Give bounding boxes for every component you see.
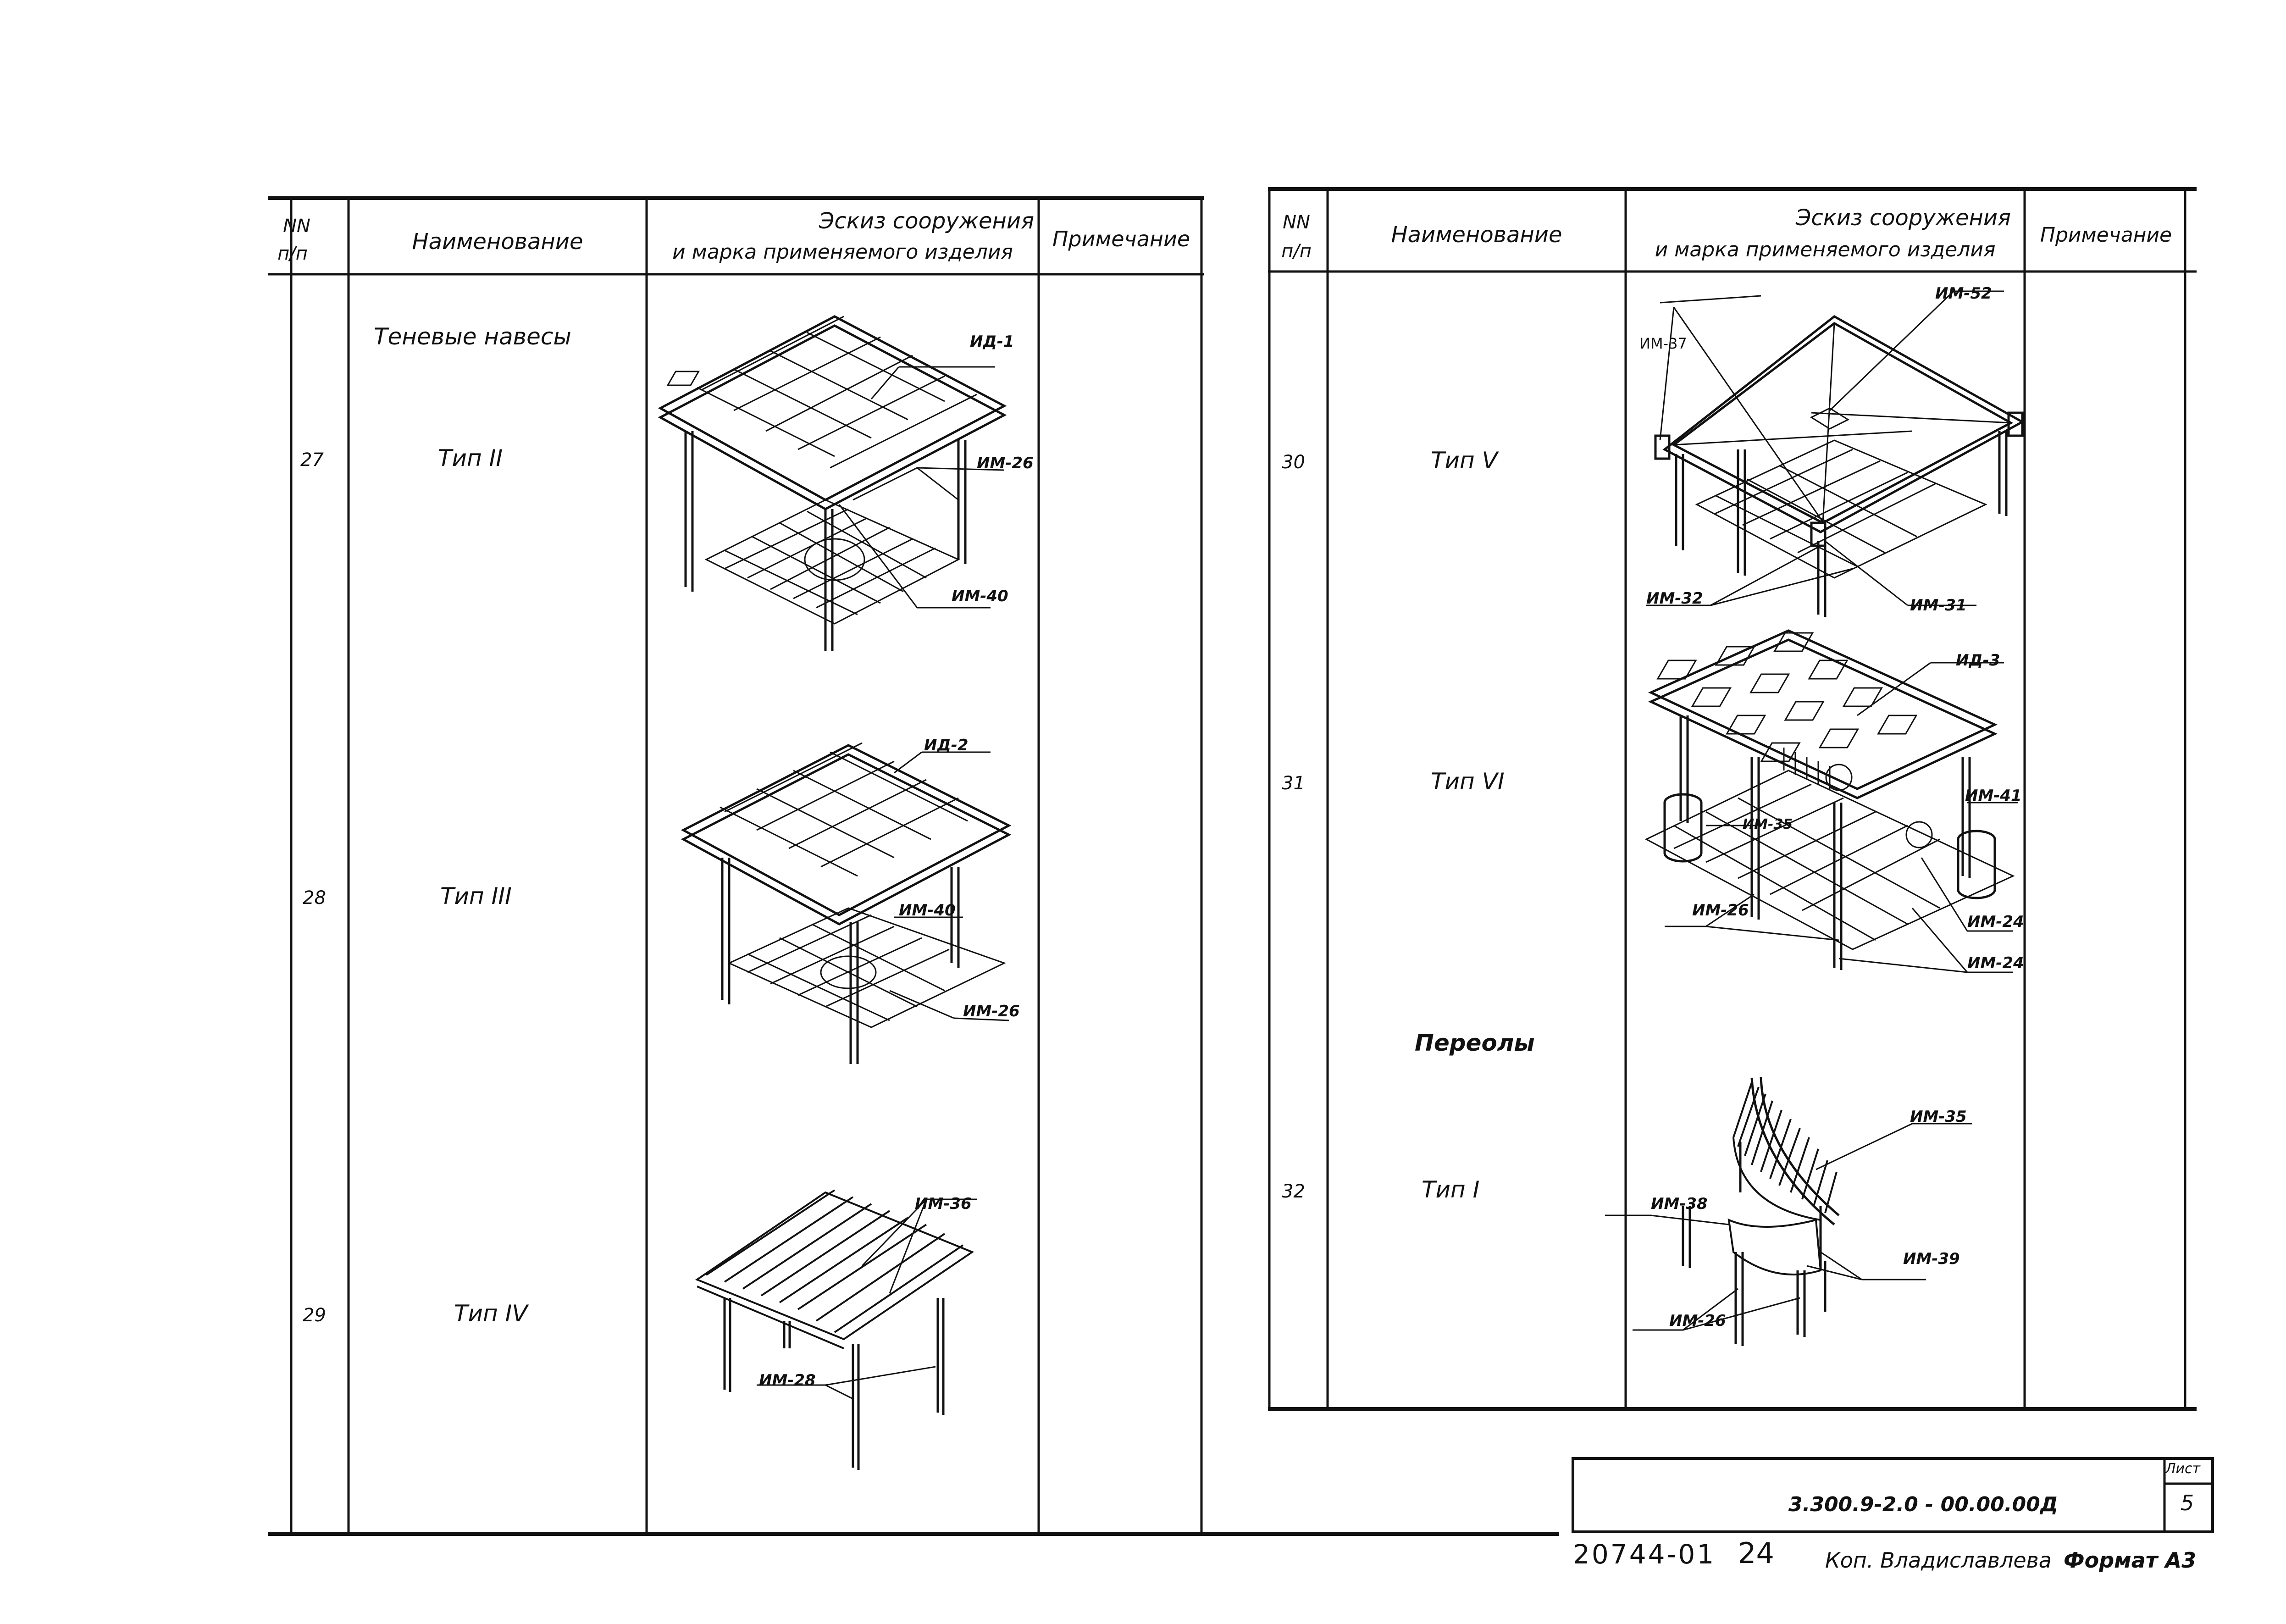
label-ud-1: ИД-1	[970, 333, 1014, 351]
row-30-num: 30	[1282, 452, 1305, 473]
sheet-label: Лист	[2165, 1461, 2201, 1477]
header-note-right: Примечание	[2040, 223, 2172, 247]
header-num-line2: п/п	[277, 243, 308, 264]
label-im-40-row28: ИМ-40	[899, 901, 956, 920]
sketch-pergola-type-5	[1637, 275, 2041, 624]
row-30-name: Тип V	[1431, 447, 1498, 474]
row-29-name: Тип IV	[454, 1300, 528, 1327]
label-im-36: ИМ-36	[915, 1195, 972, 1213]
label-im-24-a: ИМ-24	[1967, 913, 2024, 931]
sketch-canopy-type-2	[642, 303, 1046, 651]
row-27-name: Тип II	[438, 445, 503, 471]
label-im-37: ИМ-37	[1639, 335, 1687, 352]
header-sketch-line1: Эскиз сооружения	[819, 208, 1034, 234]
row-31-num: 31	[1282, 773, 1305, 794]
row-27-num: 27	[300, 449, 324, 471]
label-ud-2: ИД-2	[924, 736, 969, 754]
label-im-26-row31: ИМ-26	[1692, 901, 1749, 920]
label-im-26-row27: ИМ-26	[977, 454, 1034, 472]
row-29-num: 29	[303, 1305, 326, 1326]
copied-by: Коп. Владиславлева	[1825, 1548, 2052, 1573]
section-title-pergolas: Переолы	[1415, 1030, 1535, 1056]
label-im-28: ИМ-28	[759, 1371, 816, 1390]
section-title-shade-canopies: Теневые навесы	[374, 323, 571, 350]
doc-code: 3.300.9-2.0 - 00.00.00Д	[1788, 1493, 2058, 1516]
header-sketch-line2-right: и марка применяемого изделия	[1655, 238, 1996, 261]
row-28-num: 28	[303, 887, 326, 909]
label-im-26-row32: ИМ-26	[1669, 1312, 1726, 1330]
paper-format: Формат А3	[2064, 1548, 2197, 1573]
header-num-line2-right: п/п	[1281, 241, 1312, 262]
inventory-number: 20744-01	[1573, 1539, 1716, 1570]
label-im-39: ИМ-39	[1903, 1250, 1960, 1268]
row-31-name: Тип VI	[1431, 768, 1505, 795]
label-im-31: ИМ-31	[1910, 596, 1967, 615]
sketch-canopy-type-3	[674, 734, 1041, 1064]
header-name-right: Наименование	[1391, 222, 1562, 248]
label-im-40-row27: ИМ-40	[952, 587, 1008, 605]
header-note: Примечание	[1052, 227, 1190, 251]
header-name: Наименование	[412, 229, 583, 255]
label-im-41: ИМ-41	[1965, 787, 2022, 805]
inventory-suffix: 24	[1738, 1536, 1774, 1570]
sketch-canopy-type-4	[688, 1183, 1009, 1477]
label-im-35-row31: ИМ-35	[1743, 816, 1793, 832]
label-ud-3: ИД-3	[1956, 651, 2000, 670]
label-im-35-row32: ИМ-35	[1910, 1108, 1967, 1126]
header-sketch-line1-right: Эскиз сооружения	[1795, 205, 2011, 231]
label-im-52: ИМ-52	[1935, 284, 1992, 303]
label-im-32: ИМ-32	[1646, 589, 1703, 608]
sketch-pergola-type-6	[1637, 619, 2041, 986]
header-sketch-line2: и марка применяемого изделия	[672, 240, 1013, 264]
row-32-num: 32	[1282, 1181, 1305, 1202]
header-num-line1: NN	[283, 216, 310, 237]
label-im-24-b: ИМ-24	[1967, 954, 2024, 972]
label-im-26-row28: ИМ-26	[963, 1002, 1020, 1020]
row-28-name: Тип III	[440, 883, 512, 909]
label-im-38: ИМ-38	[1651, 1195, 1708, 1213]
row-32-name: Тип I	[1422, 1176, 1480, 1203]
header-num-line1-right: NN	[1283, 212, 1310, 233]
sheet-number: 5	[2181, 1491, 2194, 1515]
sketch-pergola-type-1	[1669, 1069, 1990, 1353]
